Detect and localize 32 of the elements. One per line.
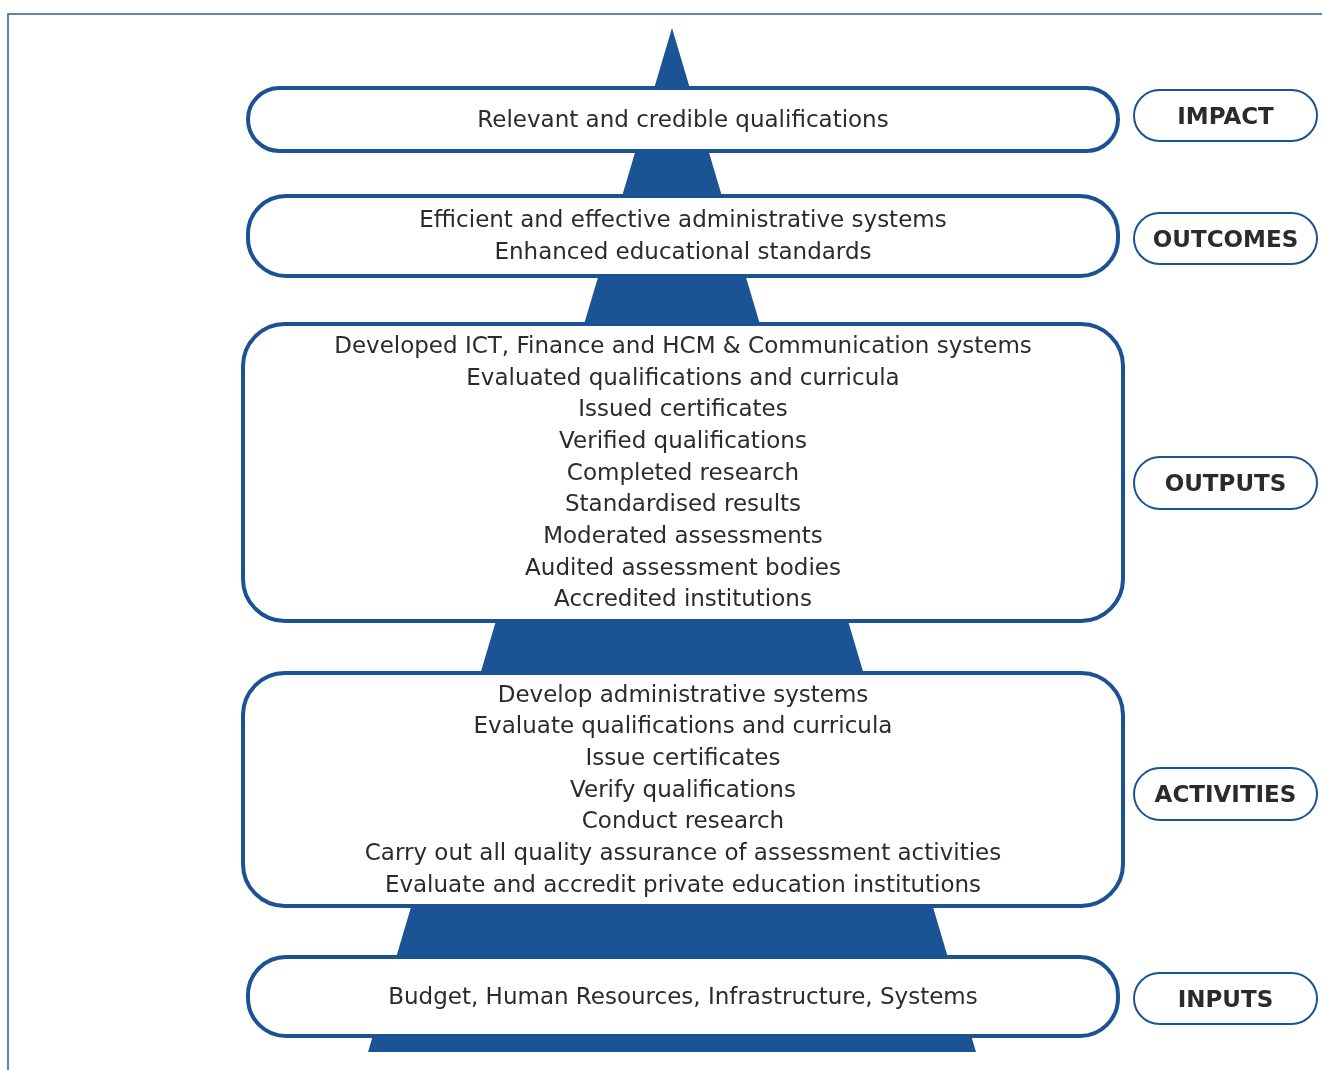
list-item-text: Verify qualifications <box>570 774 796 804</box>
level-label-pill <box>1133 972 1318 1025</box>
list-item-text: Conduct research <box>581 806 785 836</box>
list-item-text: Moderated assessments <box>543 521 823 551</box>
list-item-text: Develop administrative systems <box>497 679 869 709</box>
level-label-pill <box>1133 767 1318 821</box>
list-item-text: Standardised results <box>564 489 802 519</box>
list-item-text: Evaluated qualifications and curricula <box>466 362 900 392</box>
list-item-text: Completed research <box>566 457 800 487</box>
list-item-text: Budget, Human Resources, Infrastructure, Systems <box>388 981 978 1011</box>
rounded-box <box>241 671 1125 908</box>
list-item-text: Evaluate and accredit private education institutions <box>384 869 982 899</box>
list-item-text: Carry out all quality assurance of assessment activities <box>364 838 1002 868</box>
level-label-pill <box>1133 456 1318 510</box>
level-label: IMPACT <box>1177 102 1274 129</box>
level-label: INPUTS <box>1177 985 1274 1012</box>
level-label: ACTIVITIES <box>1154 781 1297 807</box>
level-label-pill <box>1133 89 1318 142</box>
level-label: OUTPUTS <box>1164 470 1287 496</box>
list-item-text: Enhanced educational standards <box>494 237 872 266</box>
list-item-text: Issue certificates <box>585 742 781 772</box>
level-label: OUTCOMES <box>1152 225 1299 252</box>
list-item-text: Evaluate qualifications and curricula <box>473 711 893 741</box>
list-item-text: Relevant and credible qualifications <box>477 104 889 134</box>
list-item-text: Developed ICT, Finance and HCM & Communication systems <box>334 330 1032 360</box>
list-item-text: Accredited institutions <box>554 584 812 614</box>
level-label-pill <box>1133 212 1318 265</box>
list-item-text: Issued certificates <box>578 394 788 424</box>
rounded-box <box>241 322 1125 623</box>
list-item-text: Audited assessment bodies <box>525 552 841 582</box>
list-item-text: Efficient and effective administrative systems <box>419 205 947 235</box>
list-item-text: Verified qualifications <box>559 425 807 455</box>
